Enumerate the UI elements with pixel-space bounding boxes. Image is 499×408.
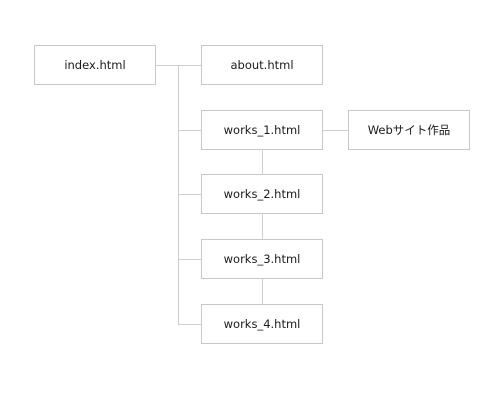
node-works-3-html: works_3.html — [201, 239, 323, 279]
node-works-1-html: works_1.html — [201, 110, 323, 150]
node-label: about.html — [230, 58, 294, 72]
node-label: works_2.html — [223, 187, 301, 201]
node-about-html: about.html — [201, 45, 323, 85]
node-website-works: Webサイト作品 — [348, 110, 470, 150]
node-label: works_4.html — [223, 317, 301, 331]
node-index-html: index.html — [34, 45, 156, 85]
node-label: works_1.html — [223, 123, 301, 137]
node-label: works_3.html — [223, 252, 301, 266]
node-label: Webサイト作品 — [367, 123, 451, 137]
node-works-4-html: works_4.html — [201, 304, 323, 344]
node-label: index.html — [64, 58, 126, 72]
node-works-2-html: works_2.html — [201, 174, 323, 214]
